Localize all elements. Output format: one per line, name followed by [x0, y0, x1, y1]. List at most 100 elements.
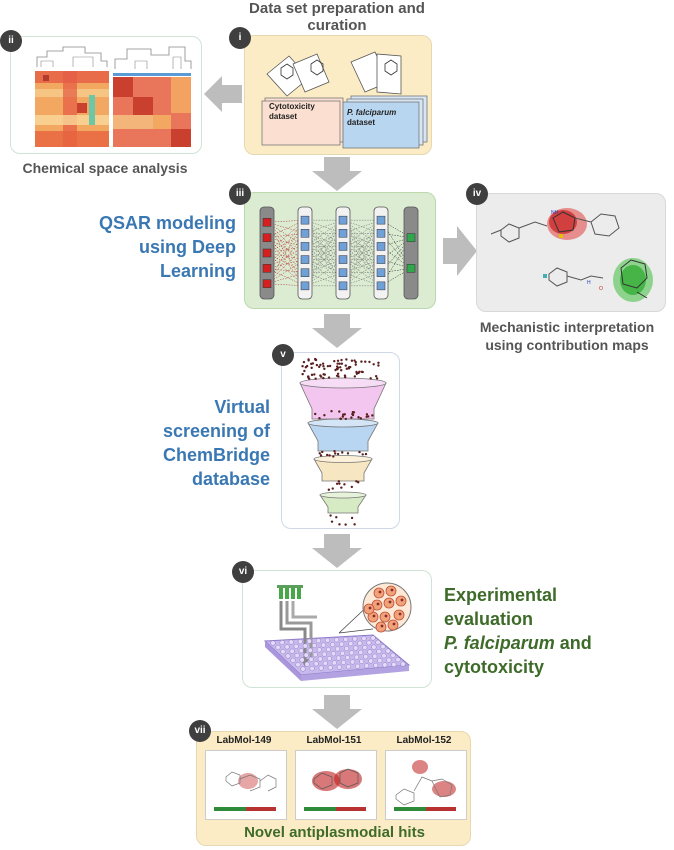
plate-well [377, 658, 383, 664]
funnel-particle [322, 376, 325, 380]
plate-well [309, 665, 315, 672]
screening-funnel [299, 357, 387, 526]
funnel-particle [351, 412, 354, 416]
plate-well [344, 655, 351, 661]
funnel-particle [353, 375, 357, 378]
plate-well [285, 653, 291, 659]
plate-well [344, 645, 350, 652]
step-iv-caption-l2: using contribution maps [485, 337, 649, 353]
nn-node [300, 255, 310, 264]
plate-well [280, 649, 286, 655]
arrow-i-to-iii [312, 157, 362, 191]
funnel-particle [318, 452, 321, 455]
red-blood-cell [385, 585, 397, 597]
funnel-particle [326, 364, 330, 368]
plate-well [300, 666, 306, 672]
funnel-particle [338, 410, 341, 413]
funnel-particle [325, 453, 329, 457]
plate-well [385, 648, 391, 654]
plate-well [354, 654, 360, 660]
funnel-particle [336, 372, 340, 375]
nn-node [376, 268, 386, 277]
nn-node [300, 281, 310, 291]
parasite-dot [388, 600, 392, 604]
contribution-map-molecule-1: NH [490, 208, 620, 243]
plate-well [330, 651, 337, 657]
funnel-particle [333, 359, 336, 363]
parasite-dot [376, 602, 380, 606]
funnel-particle [319, 363, 322, 367]
funnel-particle [313, 373, 316, 376]
neural-network-diagram [259, 206, 419, 300]
funnel-particle [306, 375, 310, 378]
step-v-caption-l3: ChemBridge [162, 445, 270, 465]
funnel-particle [338, 523, 341, 526]
cytotoxicity-dataset-label: Cytotoxicity dataset [269, 102, 315, 121]
arrow-i-to-ii [204, 76, 242, 112]
step-v-box [281, 352, 400, 529]
funnel-particle [344, 417, 347, 421]
parasite-dot [368, 606, 372, 610]
plate-well [386, 657, 392, 663]
plate-well [311, 642, 317, 649]
funnel-particle [377, 361, 380, 364]
plate-well [312, 652, 318, 658]
plate-well [352, 636, 358, 642]
plate-well [334, 637, 340, 643]
funnel-particle [307, 359, 310, 362]
step-ii-box [10, 36, 202, 154]
funnel-particle [307, 377, 311, 381]
funnel-particle [315, 363, 319, 367]
funnel-particle [335, 365, 339, 368]
plate-well [395, 657, 401, 663]
contribution-map-molecule-2: H O [543, 258, 653, 302]
plate-well [380, 644, 386, 650]
plate-well [326, 655, 332, 662]
parasite-dot [392, 622, 396, 626]
step-iv-caption-l1: Mechanistic interpretation [479, 319, 655, 335]
funnel-particle [331, 487, 334, 490]
step-iv-box: NH H O [476, 193, 666, 312]
funnel-particle [328, 364, 332, 368]
plate-well [362, 645, 368, 651]
heatmap-right [113, 46, 192, 147]
plate-well [349, 659, 356, 665]
nn-edge [266, 219, 306, 269]
funnel-particle [353, 523, 356, 526]
plate-well [270, 640, 276, 646]
plate-well [308, 656, 314, 662]
funnel-particle [371, 414, 374, 417]
funnel-particle [346, 452, 350, 455]
step-iii-caption-l1: QSAR modeling [98, 213, 236, 233]
funnel-particle [337, 375, 340, 378]
funnel-particle [364, 360, 367, 363]
step-vi-caption: Experimental evaluation P. falciparum an… [444, 583, 644, 679]
plate-well [295, 662, 301, 668]
plate-well [363, 654, 369, 660]
step-iv-caption: Mechanistic interpretation using contrib… [460, 318, 674, 354]
step-v-caption: Virtual screening of ChemBridge database [110, 395, 270, 491]
nn-node [338, 242, 348, 251]
funnel-particle [301, 364, 304, 368]
plate-well [390, 652, 396, 658]
hit-label-151: LabMol-151 [306, 735, 362, 746]
plate-well [391, 661, 397, 668]
funnel-particle [335, 482, 339, 485]
falciparum-dataset-word: dataset [347, 118, 376, 127]
step-iii-box [244, 192, 436, 309]
plate-well [400, 661, 406, 667]
heatmap-left [35, 46, 109, 147]
plate-well [327, 665, 333, 671]
nn-node [300, 215, 310, 225]
nn-node [338, 255, 348, 264]
funnel-particle [343, 483, 346, 486]
funnel-particle [365, 415, 368, 418]
hit-molecule-151 [304, 768, 366, 811]
plate-well [298, 648, 304, 654]
funnel-particle [361, 453, 364, 456]
plate-well [321, 651, 327, 657]
funnel-particle [322, 364, 325, 368]
funnel-particle [318, 365, 321, 369]
funnel-particle [336, 359, 340, 363]
step-iv-badge: iv [466, 183, 488, 205]
